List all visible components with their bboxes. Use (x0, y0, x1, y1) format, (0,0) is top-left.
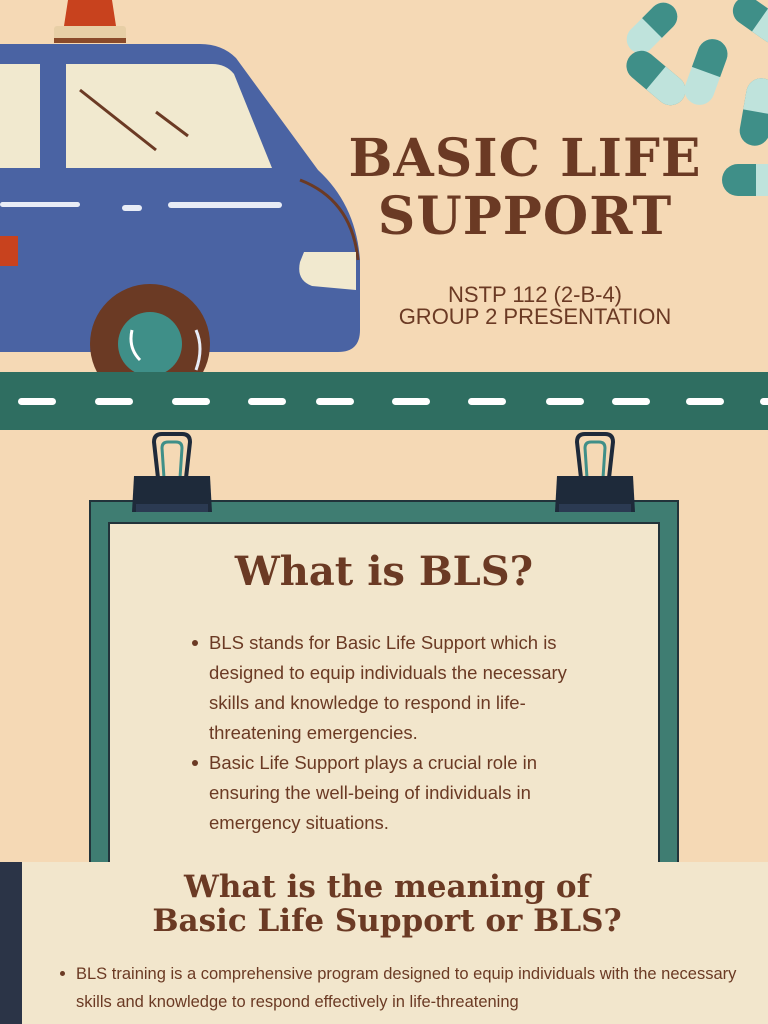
section-heading: What is the meaning of Basic Life Suppor… (22, 870, 752, 938)
road-stripe (612, 398, 650, 405)
section-heading-line-1: What is the meaning of (184, 869, 590, 905)
board-bullet-list: BLS stands for Basic Life Support which … (192, 628, 612, 838)
title-line-2: SUPPORT (377, 186, 673, 247)
road-stripe (172, 398, 210, 405)
title-line-1: BASIC LIFE (348, 128, 702, 189)
ambulance-icon (0, 0, 360, 404)
road-stripe (248, 398, 286, 405)
course-code: NSTP 112 (2-B-4) (447, 282, 623, 307)
road (0, 372, 768, 430)
road-stripe (546, 398, 584, 405)
list-item: Basic Life Support plays a crucial role … (192, 748, 612, 838)
page-title: BASIC LIFE SUPPORT (340, 130, 710, 246)
binder-clip-icon (555, 432, 635, 512)
subtitle: NSTP 112 (2-B-4) GROUP 2 PRESENTATION (340, 284, 730, 328)
meaning-section (0, 862, 768, 1024)
road-stripe (316, 398, 354, 405)
road-stripe (18, 398, 56, 405)
road-stripe (468, 398, 506, 405)
list-item: BLS stands for Basic Life Support which … (192, 628, 612, 748)
section-heading-line-2: Basic Life Support or BLS? (152, 903, 622, 939)
road-stripe (760, 398, 768, 405)
group-label: GROUP 2 PRESENTATION (398, 304, 672, 329)
sign-board (108, 522, 660, 902)
section-bullet-list: BLS training is a comprehensive program … (60, 960, 750, 1016)
road-stripe (95, 398, 133, 405)
pill-capsule-icon (626, 0, 768, 196)
road-stripe (686, 398, 724, 405)
road-stripe (392, 398, 430, 405)
list-item: BLS training is a comprehensive program … (60, 960, 750, 1016)
binder-clip-icon (132, 432, 212, 512)
section-accent-stripe (0, 862, 22, 1024)
board-heading: What is BLS? (234, 548, 534, 595)
traffic-cone-icon (54, 0, 126, 43)
